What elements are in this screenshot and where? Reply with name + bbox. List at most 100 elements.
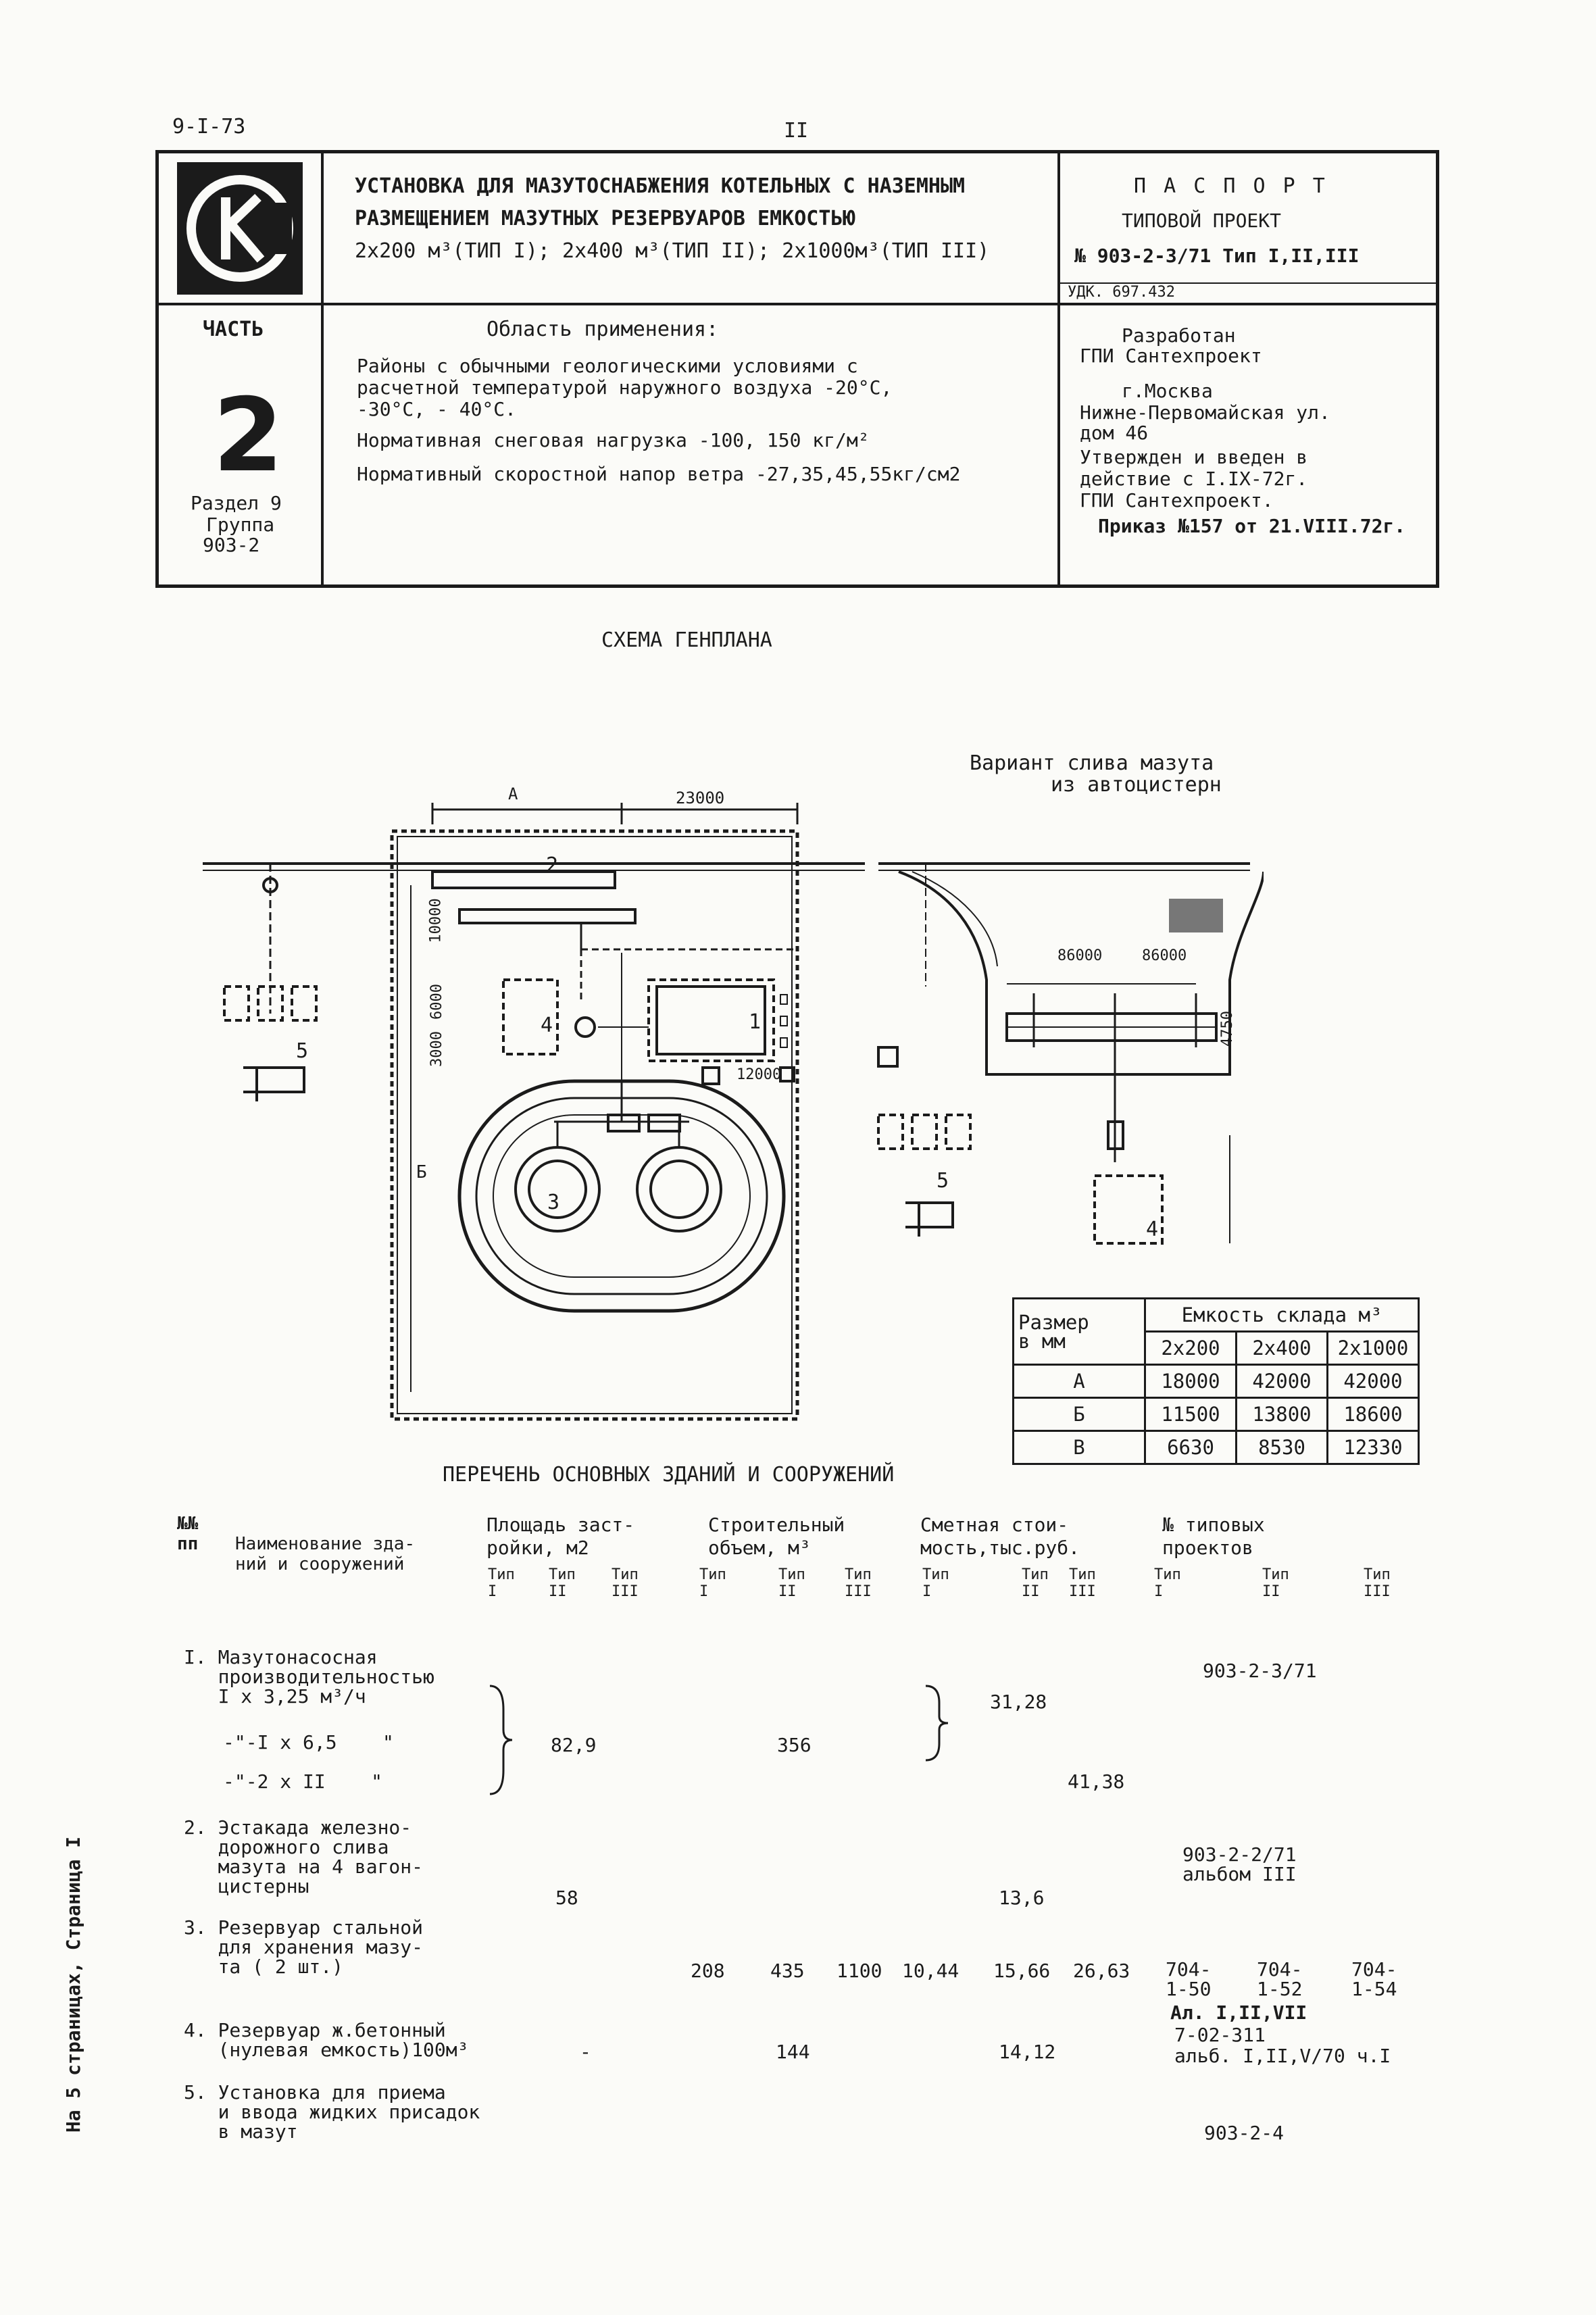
type-header: Тип I [488, 1566, 515, 1600]
label-1: 1 [749, 1010, 762, 1034]
developer-line-7: действие с I.IX-72г. [1080, 468, 1308, 490]
udk-code: УДК. 697.432 [1068, 284, 1175, 301]
scope-line-4: Нормативная снеговая нагрузка -100, 150 … [357, 429, 870, 451]
size-row-label: В [1012, 1430, 1146, 1465]
dim-23000: 23000 [676, 789, 725, 807]
brace-icon [489, 1685, 513, 1795]
item-3-cost-1: 10,44 [902, 1960, 959, 1982]
item-1-project: 903-2-3/71 [1203, 1660, 1317, 1682]
type-header: Тип II [1262, 1566, 1289, 1600]
plan-title: СХЕМА ГЕНПЛАНА [601, 628, 772, 652]
item-3-volume-1: 435 [770, 1960, 805, 1982]
type-header: Тип III [845, 1566, 872, 1600]
typical-project-label: ТИПОВОЙ ПРОЕКТ [1122, 209, 1282, 232]
size-cell: 12330 [1326, 1430, 1420, 1465]
size-col: 2х1000 [1326, 1330, 1420, 1366]
dim-3000: 3000 [428, 1031, 445, 1067]
size-row: В 6630 8530 12330 [1012, 1430, 1420, 1465]
item-4-name: 4. Резервуар ж.бетонный (нулевая емкость… [184, 2019, 469, 2061]
side-note: На 5 страницах, Страница I [62, 1836, 85, 2133]
item-4-project: 7-02-311 альб. I,II,V/70 ч.I [1174, 2024, 1391, 2067]
developer-line-6: Утвержден и введен в [1080, 446, 1308, 468]
size-table-head-left: Размер в мм [1012, 1297, 1146, 1366]
item-1-cost-2: 41,38 [1068, 1770, 1125, 1793]
developer-line-1: Разработан [1122, 324, 1236, 347]
developer-line-9: Приказ №157 от 21.VIII.72г. [1098, 515, 1406, 537]
item-2-project: 903-2-2/71 альбом III [1182, 1843, 1297, 1885]
item-1-name: I. Мазутонасосная производительностью I … [184, 1646, 434, 1708]
type-header: Тип II [1022, 1566, 1049, 1600]
passport-label: П А С П О Р Т [1134, 174, 1328, 198]
scope-line-3: -30°С, - 40°С. [357, 398, 517, 420]
size-cell: 42000 [1326, 1364, 1420, 1399]
developer-line-4: Нижне-Первомайская ул. [1080, 401, 1330, 424]
size-cell: 13800 [1235, 1397, 1328, 1432]
size-table: Размер в мм Емкость склада м³ 2х200 2х40… [1012, 1297, 1420, 1465]
item-3-cost-3: 26,63 [1073, 1960, 1130, 1982]
item-2-cost: 13,6 [999, 1887, 1045, 1909]
title-line-2: РАЗМЕЩЕНИЕМ МАЗУТНЫХ РЕЗЕРВУАРОВ ЕМКОСТЬ… [355, 207, 855, 230]
item-3-project-2: 704- 1-52 [1257, 1958, 1303, 2000]
scope-title: Область применения: [487, 318, 719, 341]
section-label: Раздел 9 [191, 492, 282, 514]
group-label: Группа [206, 514, 275, 536]
item-1-sub1: -"-I х 6,5 " [223, 1731, 394, 1753]
label-5-right: 5 [937, 1169, 949, 1193]
type-header: Тип I [699, 1566, 726, 1600]
item-4-area: - [580, 2041, 591, 2063]
label-4-right: 4 [1146, 1218, 1159, 1241]
type-header: Тип I [1154, 1566, 1181, 1600]
item-3-volume-2: 1100 [837, 1960, 882, 1982]
scope-line-1: Районы с обычными геологическими условия… [357, 355, 858, 377]
variant-line-1: Вариант слива мазута [970, 751, 1214, 775]
size-cell: 11500 [1144, 1397, 1237, 1432]
dim-6000: 6000 [428, 984, 445, 1020]
group-code: 903-2 [203, 534, 260, 556]
item-1-volume: 356 [777, 1734, 812, 1756]
scope-line-2: расчетной температурой наружного воздуха… [357, 376, 893, 399]
size-cell: 6630 [1144, 1430, 1237, 1465]
developer-line-3: г.Москва [1122, 380, 1213, 402]
type-header: Тип III [1364, 1566, 1391, 1600]
type-header: Тип III [1069, 1566, 1096, 1600]
buildings-title: ПЕРЕЧЕНЬ ОСНОВНЫХ ЗДАНИЙ И СООРУЖЕНИЙ [443, 1463, 895, 1487]
col-name-header: Наименование зда- ний и сооружений [235, 1534, 416, 1574]
dim-4750: 4750 [1218, 1011, 1236, 1047]
part-label: ЧАСТЬ [203, 318, 264, 341]
item-3-album: Ал. I,II,VII [1170, 2001, 1307, 2024]
title-line-1: УСТАНОВКА ДЛЯ МАЗУТОСНАБЖЕНИЯ КОТЕЛЬНЫХ … [355, 174, 966, 198]
size-cell: 42000 [1235, 1364, 1328, 1399]
type-header: Тип III [612, 1566, 639, 1600]
dim-b: Б [416, 1162, 427, 1183]
dim-86000-b: 86000 [1142, 947, 1187, 964]
label-3: 3 [547, 1191, 560, 1214]
size-row-label: А [1012, 1364, 1146, 1399]
size-row-label: Б [1012, 1397, 1146, 1432]
label-2: 2 [546, 853, 559, 877]
item-3-area: 208 [691, 1960, 725, 1982]
item-5-project: 903-2-4 [1204, 2122, 1285, 2144]
label-5: 5 [296, 1039, 309, 1063]
part-number: 2 [213, 377, 284, 495]
item-4-cost: 14,12 [999, 2041, 1056, 2063]
col-projects-header: № типовых проектов [1162, 1514, 1265, 1559]
label-4: 4 [541, 1014, 553, 1037]
size-row: Б 11500 13800 18600 [1012, 1397, 1420, 1432]
project-number: № 903-2-3/71 Тип I,II,III [1074, 245, 1360, 267]
size-col: 2х400 [1235, 1330, 1328, 1366]
item-4-volume: 144 [776, 2041, 810, 2063]
brace-icon [925, 1685, 949, 1762]
title-line-3: 2х200 м³(ТИП I); 2х400 м³(ТИП II); 2х100… [355, 239, 990, 263]
dim-12000: 12000 [737, 1066, 782, 1083]
passport-header [155, 150, 1439, 588]
dim-86000-a: 86000 [1057, 947, 1103, 964]
developer-line-5: дом 46 [1080, 422, 1149, 444]
item-1-sub2: -"-2 х II " [223, 1770, 383, 1793]
size-cell: 18600 [1326, 1397, 1420, 1432]
size-table-head-right: Емкость склада м³ [1144, 1297, 1420, 1333]
size-cell: 18000 [1144, 1364, 1237, 1399]
item-5-name: 5. Установка для приема и ввода жидких п… [184, 2081, 480, 2143]
size-col: 2х200 [1144, 1330, 1237, 1366]
scope-line-5: Нормативный скоростной напор ветра -27,3… [357, 463, 961, 485]
col-volume-header: Строительный объем, м³ [708, 1514, 845, 1559]
